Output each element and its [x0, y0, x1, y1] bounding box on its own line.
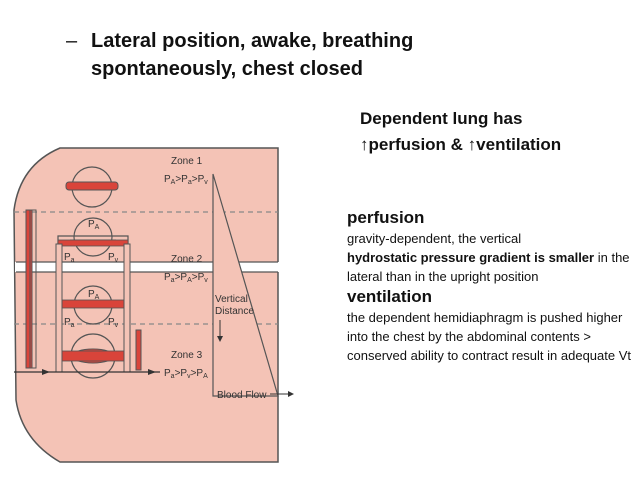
zone-1-formula: PA>Pa>Pv — [164, 174, 208, 186]
perfusion-text-2: in the lateral than in the upright posit… — [347, 250, 630, 284]
ventilation-heading: ventilation — [347, 287, 433, 306]
dependent-line-2: ↑perfusion & ↑ventilation — [360, 135, 562, 154]
arrow-icon — [148, 369, 156, 375]
dependent-lung-note: Dependent lung has ↑perfusion & ↑ventila… — [360, 106, 561, 158]
arrow-icon — [42, 369, 50, 375]
lung-fissure — [15, 262, 279, 272]
explanation-notes: perfusion gravity-dependent, the vertica… — [347, 207, 632, 365]
bullet-dash: – — [66, 30, 78, 52]
perfusion-bold-text: hydrostatic pressure gradient is smaller — [347, 250, 595, 265]
venous-pressure-label: Pv — [108, 252, 119, 264]
bullet-line-1: Lateral position, awake, breathing — [91, 30, 414, 52]
arterial-pressure-label: Pa — [64, 252, 75, 264]
venous-pressure-label-2: Pv — [108, 317, 119, 329]
zone-3-label: Zone 3 — [171, 350, 203, 361]
zone-2-label: Zone 2 — [171, 254, 203, 265]
right-vessel — [135, 329, 142, 371]
vertical-distance-label-2: Distance — [215, 306, 254, 317]
alveolus-zone-2 — [57, 217, 129, 257]
ventilation-text: the dependent hemidiaphragm is pushed hi… — [347, 310, 631, 363]
right-arrow-icon — [288, 391, 294, 397]
vertical-distance-label-1: Vertical — [215, 294, 248, 305]
alveolus-zone-3 — [57, 333, 129, 379]
perfusion-text-1: gravity-dependent, the vertical — [347, 231, 522, 246]
zone-1-label: Zone 1 — [171, 156, 203, 167]
blood-flow-label: Blood Flow — [217, 390, 267, 401]
arterial-pressure-label-2: Pa — [64, 317, 75, 329]
perfusion-text: gravity-dependent, the vertical hydrostat… — [347, 229, 632, 286]
blood-flow-triangle — [212, 173, 279, 397]
bullet-line-2: spontaneously, chest closed — [91, 58, 363, 80]
alveolar-pressure-label: PA — [88, 219, 100, 231]
alveolus-zone-2-lower — [59, 285, 127, 325]
zone-3-formula: Pa>Pv>PA — [164, 368, 208, 380]
zone-2-formula: Pa>PA>Pv — [164, 272, 208, 284]
alveolus-zone-1 — [65, 166, 119, 208]
left-vessel — [25, 209, 33, 369]
dependent-line-1: Dependent lung has — [360, 109, 523, 128]
alveolar-pressure-label-2: PA — [88, 289, 100, 301]
perfusion-heading: perfusion — [347, 208, 425, 227]
down-arrow-icon — [217, 336, 223, 342]
